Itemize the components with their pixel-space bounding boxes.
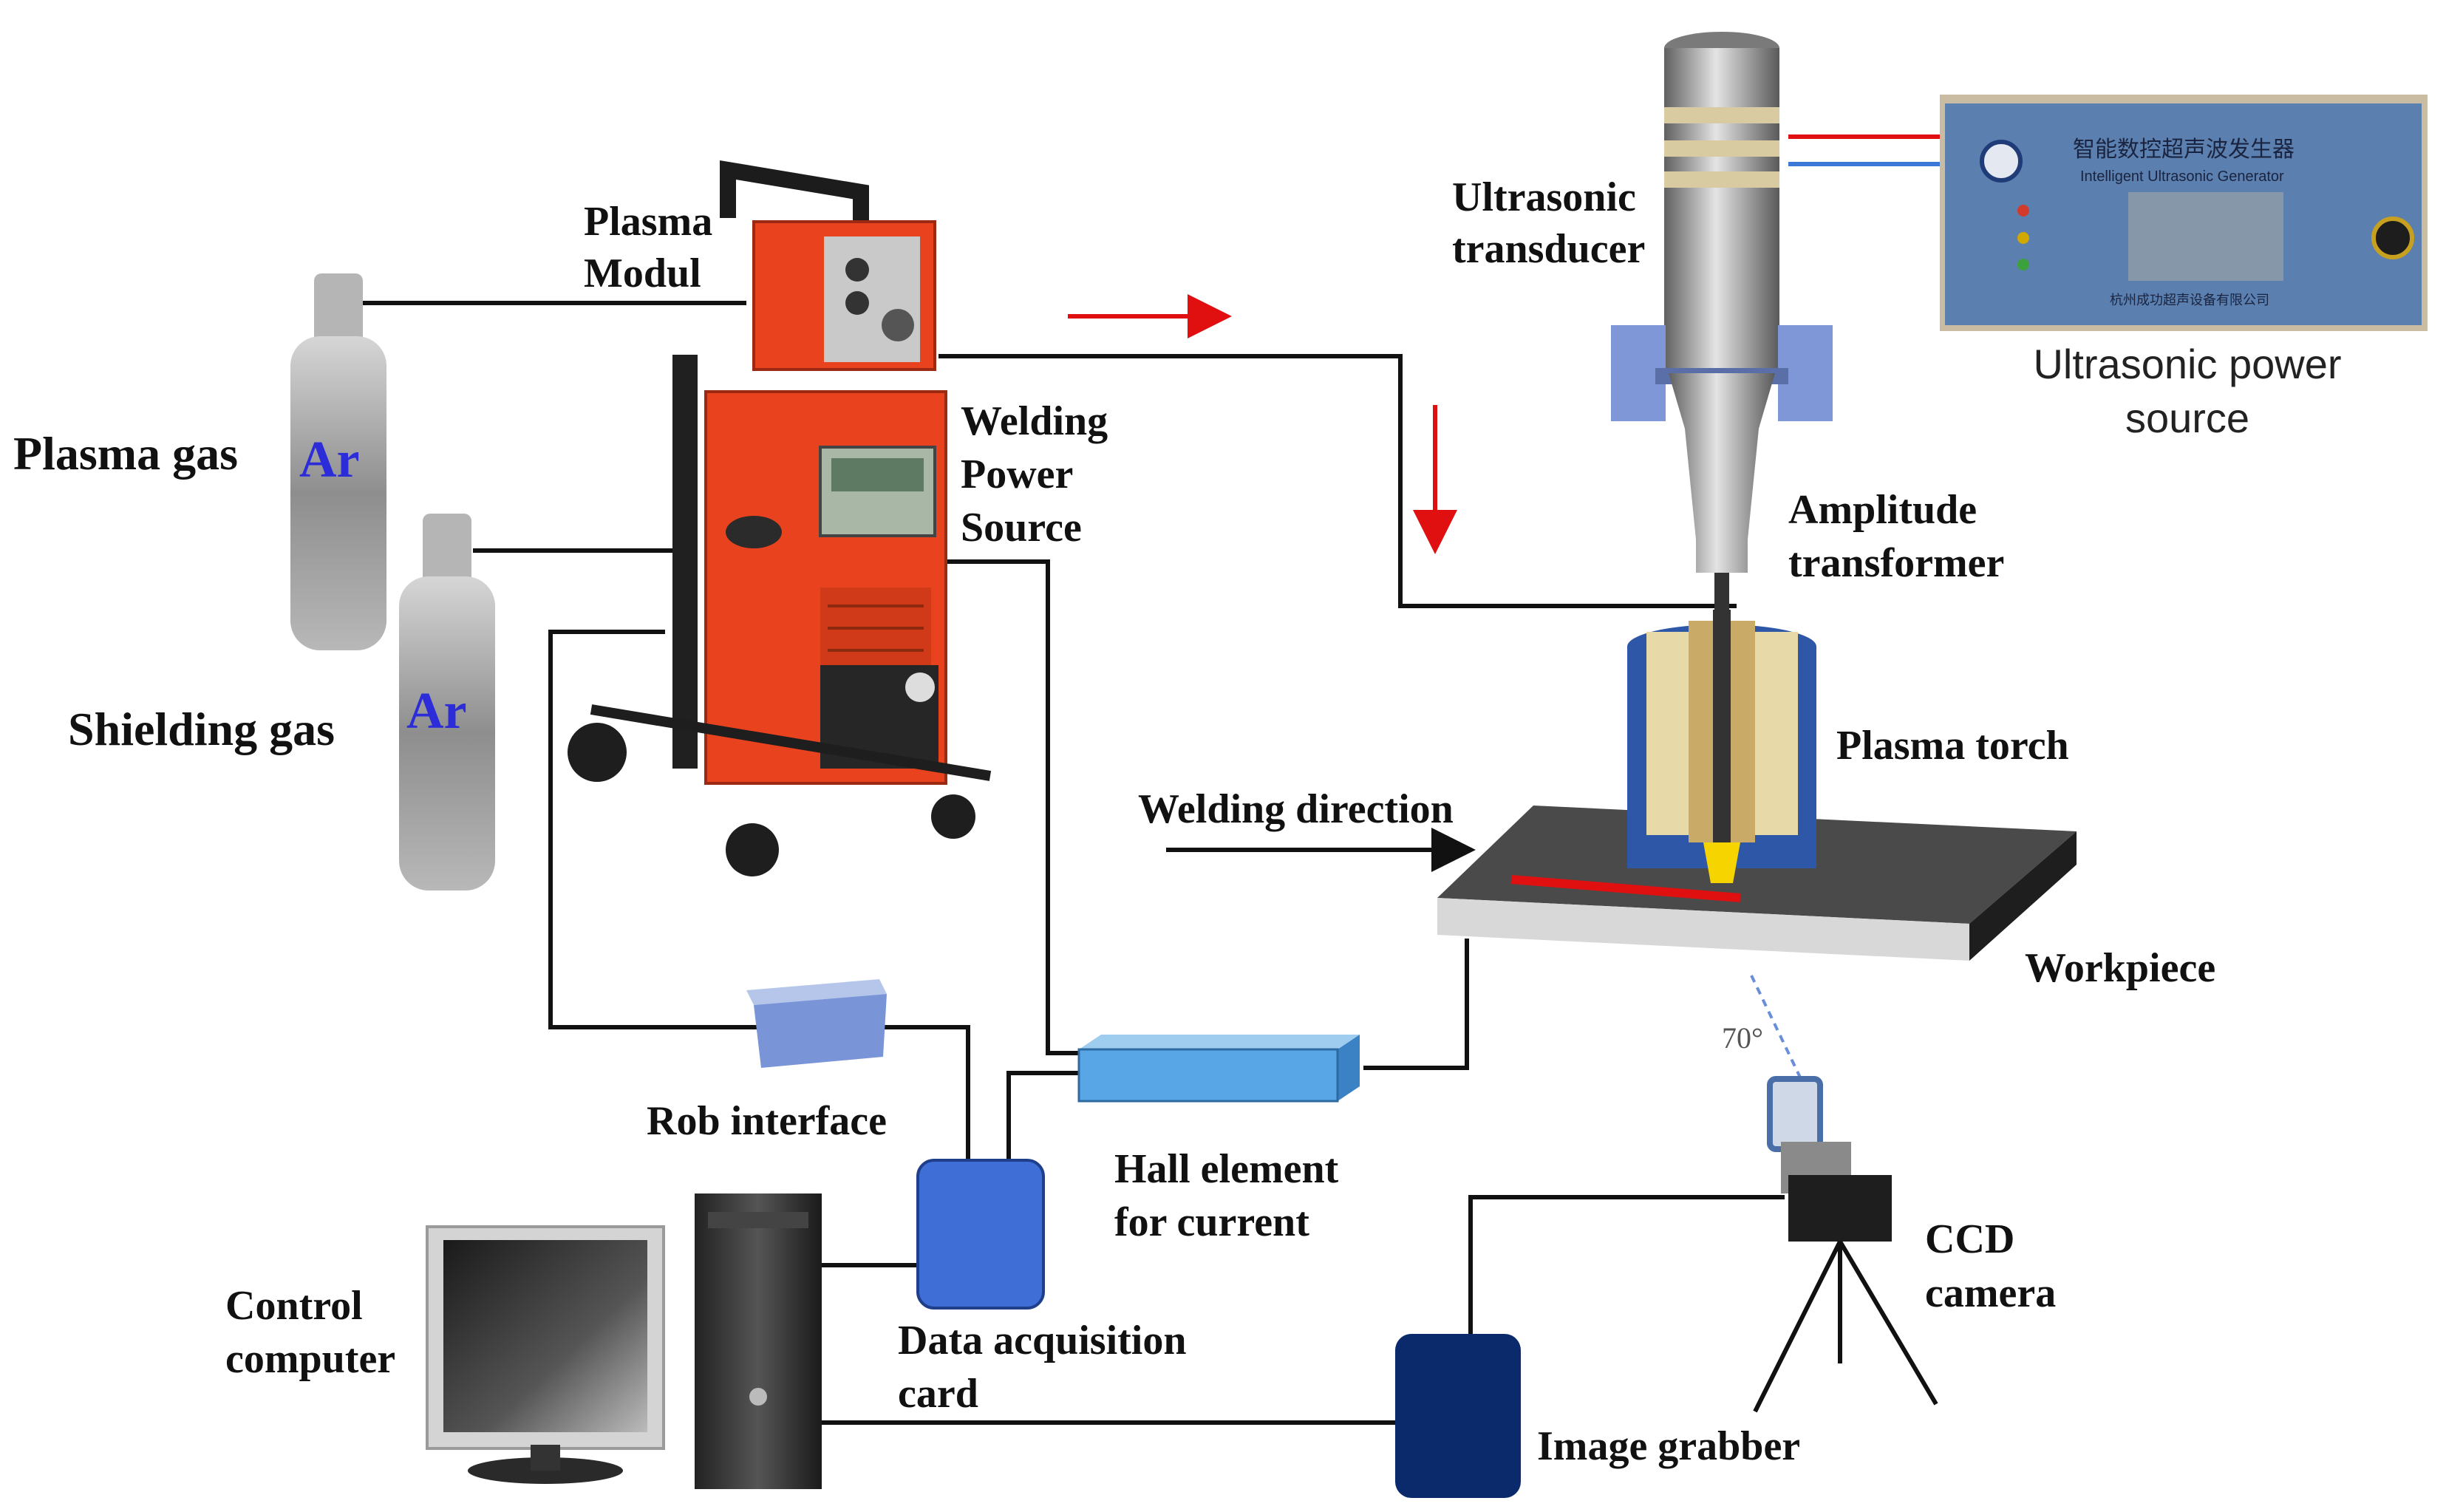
- grabber-to-camera-line: [1468, 1195, 1785, 1334]
- rob-interface-device: [746, 979, 887, 1068]
- label-plasma-gas: Plasma gas: [13, 427, 238, 480]
- label-ultrasonic-power-source-2: source: [2125, 395, 2249, 441]
- power-to-torch-line: [938, 354, 1737, 608]
- ultrasonic-generator: 智能数控超声波发生器 Intelligent Ultrasonic Genera…: [1940, 95, 2428, 331]
- label-welding-direction: Welding direction: [1138, 786, 1454, 832]
- label-plasma-modul-1: Plasma: [584, 199, 712, 245]
- connection-wires: [362, 134, 1944, 1425]
- label-shielding-gas: Shielding gas: [68, 703, 335, 755]
- weld-seam: [1510, 875, 1741, 902]
- plasma-gas-cylinder: [290, 273, 386, 650]
- generator-title-en: Intelligent Ultrasonic Generator: [2080, 168, 2284, 185]
- hall-to-daq-line: [1006, 1071, 1079, 1160]
- label-ultrasonic-power-source-1: Ultrasonic power: [2033, 341, 2341, 387]
- label-control-computer-1: Control: [225, 1283, 363, 1329]
- label-ar-shielding: Ar: [406, 683, 467, 740]
- camera-view-line: [1750, 975, 1803, 1081]
- label-welding-power-source-1: Welding: [961, 398, 1108, 444]
- control-computer: [426, 1193, 822, 1489]
- label-ccd-camera-2: camera: [1925, 1270, 2056, 1316]
- label-workpiece: Workpiece: [2025, 945, 2215, 991]
- shielding-gas-cylinder: [399, 514, 495, 890]
- ultrasonic-transducer: [1664, 32, 1779, 373]
- label-ar-plasma: Ar: [299, 432, 360, 488]
- label-angle: 70°: [1722, 1021, 1763, 1055]
- label-amplitude-transformer-2: transformer: [1788, 540, 2004, 586]
- amplitude-transformer: [1669, 373, 1775, 613]
- label-rob-interface: Rob interface: [647, 1098, 887, 1144]
- data-acquisition-card-box: [916, 1159, 1045, 1310]
- label-data-acquisition-card-1: Data acquisition: [898, 1318, 1187, 1363]
- label-ultrasonic-transducer-2: transducer: [1452, 226, 1645, 272]
- rob-interface-loop: [548, 630, 970, 1160]
- label-ccd-camera-1: CCD: [1925, 1216, 2014, 1262]
- label-welding-power-source-2: Power: [961, 452, 1073, 497]
- label-control-computer-2: computer: [225, 1336, 395, 1382]
- generator-title-cn: 智能数控超声波发生器: [2073, 137, 2295, 163]
- label-plasma-torch: Plasma torch: [1836, 723, 2069, 769]
- label-welding-power-source-3: Source: [961, 505, 1082, 551]
- label-data-acquisition-card-2: card: [898, 1371, 978, 1417]
- power-to-hall-line: [946, 559, 1079, 1055]
- label-hall-element-2: for current: [1114, 1199, 1309, 1245]
- generator-maker: 杭州成功超声设备有限公司: [2110, 293, 2269, 308]
- label-hall-element-1: Hall element: [1114, 1146, 1339, 1192]
- label-amplitude-transformer-1: Amplitude: [1788, 487, 1977, 533]
- labels: Plasma Modul Plasma gas Shielding gas Ar…: [13, 174, 2342, 1469]
- label-ultrasonic-transducer-1: Ultrasonic: [1452, 174, 1636, 220]
- hall-to-workpiece-line: [1363, 939, 1469, 1070]
- welding-power-source-machine: [568, 160, 992, 876]
- ccd-camera: [1753, 1076, 1938, 1413]
- label-plasma-modul-2: Modul: [584, 251, 701, 296]
- image-grabber-box: [1395, 1334, 1521, 1498]
- hall-element-box: [1077, 1035, 1360, 1103]
- plasma-torch: [1627, 610, 1816, 883]
- label-image-grabber: Image grabber: [1537, 1423, 1800, 1469]
